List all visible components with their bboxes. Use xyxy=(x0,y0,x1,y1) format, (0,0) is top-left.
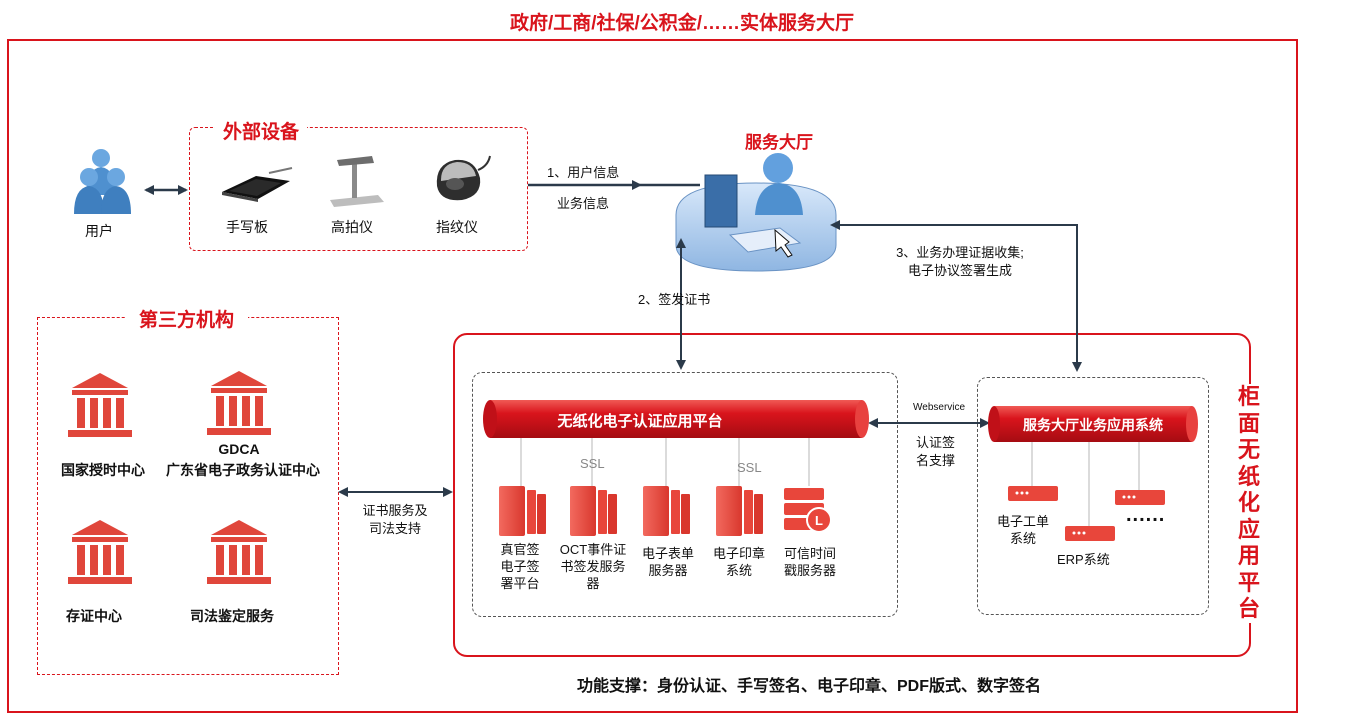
ssl-label-1: SSL xyxy=(580,456,605,471)
users-icon xyxy=(74,149,131,214)
step3-sublabel: 电子协议签署生成 xyxy=(907,263,1012,278)
external-devices-box xyxy=(189,127,528,251)
institution-icon-4 xyxy=(207,520,271,584)
org-label-time-center: 国家授时中心 xyxy=(61,462,145,478)
document-camera-icon xyxy=(330,156,384,207)
business-system-title: 服务大厅业务应用系统 xyxy=(1023,417,1163,433)
erp-label: ERP系统 xyxy=(1057,552,1110,567)
server-label-1: 真官签电子签署平台 xyxy=(500,542,540,591)
other-device-icon xyxy=(1115,490,1165,505)
server-label-3: 电子表单服务器 xyxy=(641,546,694,578)
signature-pad-icon xyxy=(222,167,293,202)
step2-label: 2、签发证书 xyxy=(638,292,711,307)
server-icon-3 xyxy=(643,486,690,536)
work-order-label: 电子工单系统 xyxy=(996,514,1049,546)
timestamp-server-icon: L xyxy=(784,488,832,533)
server-connectors xyxy=(520,438,1140,526)
service-desk-icon xyxy=(675,153,837,272)
third-party-title: 第三方机构 xyxy=(125,305,249,332)
server-icon-4 xyxy=(716,486,763,536)
auth-support-sublabel: 名支撑 xyxy=(916,453,956,468)
org-label-forensics: 司法鉴定服务 xyxy=(190,608,274,624)
institution-icon-1 xyxy=(68,373,132,437)
step1-label: 1、用户信息 xyxy=(547,165,620,180)
server-label-4: 电子印章系统 xyxy=(712,546,765,578)
svg-text:L: L xyxy=(815,513,823,528)
external-devices-title: 外部设备 xyxy=(215,117,308,144)
side-title-vertical: 柜面无 纸化应 用平台 xyxy=(1229,384,1269,623)
device-label-camera: 高拍仪 xyxy=(331,219,373,235)
cert-service-sublabel: 司法支持 xyxy=(368,521,421,536)
arrow-evidence xyxy=(832,224,1082,372)
gdca-label: GDCA xyxy=(218,441,260,457)
org-label-evidence: 存证中心 xyxy=(66,608,122,624)
auth-platform-title: 无纸化电子认证应用平台 xyxy=(557,413,723,430)
org-label-gdca: 广东省电子政务认证中心 xyxy=(166,462,320,478)
server-label-5: 可信时间戳服务器 xyxy=(783,546,836,578)
webservice-label: Webservice xyxy=(913,402,966,413)
erp-device-icon xyxy=(1065,526,1115,541)
step1-sublabel: 业务信息 xyxy=(557,196,610,211)
more-items-ellipsis: ...... xyxy=(1126,504,1166,526)
institution-icon-3 xyxy=(68,520,132,584)
hall-frame xyxy=(7,39,1298,713)
server-icon-2 xyxy=(570,486,617,536)
device-label-fingerprint: 指纹仪 xyxy=(436,219,478,235)
ssl-label-2: SSL xyxy=(737,460,762,475)
hall-title: 服务大厅 xyxy=(745,133,813,152)
user-label: 用户 xyxy=(85,223,113,239)
auth-support-label: 认证签 xyxy=(916,435,956,450)
cert-service-label: 证书服务及 xyxy=(362,503,428,518)
page-title: 政府/工商/社保/公积金/……实体服务大厅 xyxy=(509,13,855,34)
server-label-2: OCT事件证书签发服务器 xyxy=(559,542,627,591)
institution-icon-2 xyxy=(207,371,271,435)
business-system-box xyxy=(977,377,1209,615)
server-icon-1 xyxy=(499,486,546,536)
business-system-cylinder xyxy=(988,406,1198,442)
step3-label: 3、业务办理证据收集; xyxy=(896,245,1024,260)
fingerprint-scanner-icon xyxy=(436,155,491,201)
auth-platform-box xyxy=(472,372,898,617)
footer-functions: 功能支撑：身份认证、手写签名、电子印章、PDF版式、数字签名 xyxy=(577,678,1042,695)
device-label-signature-pad: 手写板 xyxy=(226,219,268,235)
auth-platform-cylinder xyxy=(483,400,869,438)
work-order-device-icon xyxy=(1008,486,1058,501)
